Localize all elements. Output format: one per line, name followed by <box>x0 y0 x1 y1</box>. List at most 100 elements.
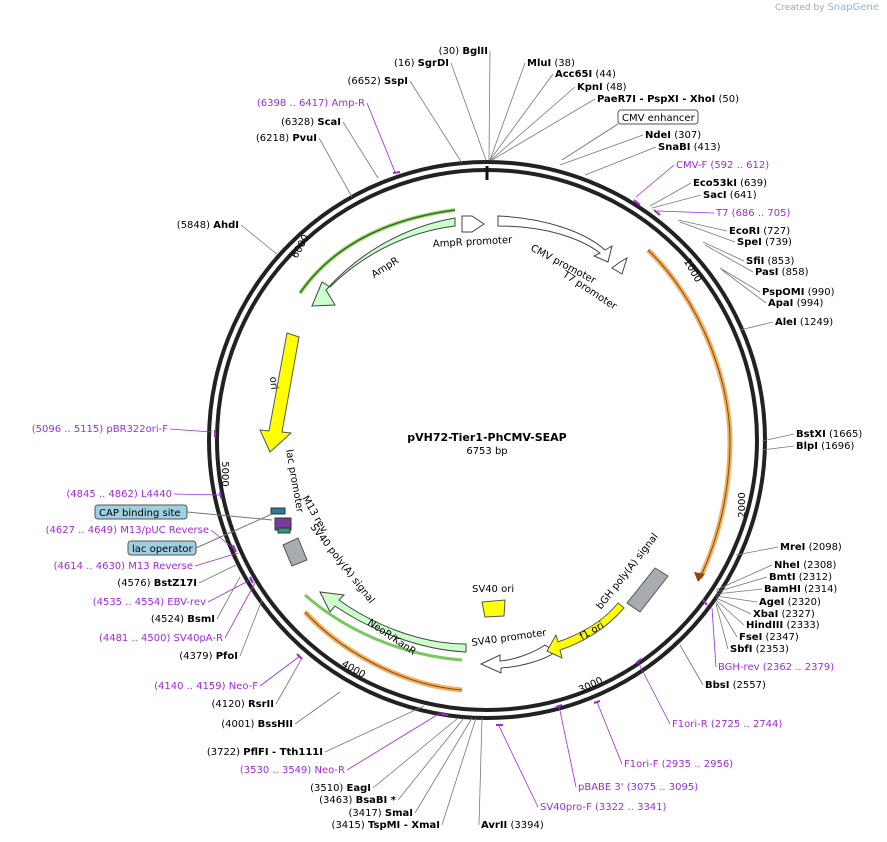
site-name: CMV-F <box>676 160 707 171</box>
site-position: (2327) <box>782 609 815 620</box>
leader-line <box>441 717 477 826</box>
leader-line <box>649 182 692 207</box>
plasmid-length: 6753 bp <box>466 446 507 457</box>
site-name: FseI <box>739 632 762 643</box>
leader-line <box>584 146 657 176</box>
site-label-l4440: (4845 .. 4862) L4440 <box>66 489 172 500</box>
site-label-paer7i-pspxi-xhoi: PaeR7I - PspXI - XhoI (50) <box>597 94 739 105</box>
site-label-eagi: (3510) EagI <box>310 783 371 794</box>
site-label-t7: T7 (686 .. 705) <box>715 208 790 219</box>
leader-line <box>346 711 443 771</box>
site-name: BstZ17I <box>154 578 197 589</box>
bgh-polya-label: bGH poly(A) signal <box>595 532 661 612</box>
site-label-xbai: XbaI (2327) <box>753 609 815 620</box>
site-label-neo-r: (3530 .. 3549) Neo-R <box>240 765 345 776</box>
leader-line <box>491 98 596 161</box>
leader-line <box>735 546 779 556</box>
bgh-polya-box <box>626 567 669 613</box>
neor-cds-highlight <box>304 593 463 662</box>
site-label-bbsi: BbsI (2557) <box>705 680 766 691</box>
site-label-pbr322ori-f: (5096 .. 5115) pBR322ori-F <box>32 424 168 435</box>
site-label-sgrdi: (16) SgrDI <box>394 58 449 69</box>
site-position: (2320) <box>788 597 821 608</box>
site-label-m13-reverse: (4614 .. 4630) M13 Reverse <box>54 561 193 572</box>
leader-line <box>194 552 239 567</box>
neor-orf-highlight <box>303 610 463 693</box>
site-position: (3322 .. 3341) <box>595 802 667 813</box>
site-label-avrii: AvrII (3394) <box>481 820 544 831</box>
leader-line <box>318 137 353 198</box>
site-label-f1ori-r: F1ori-R (2725 .. 2744) <box>672 719 782 730</box>
site-name: BstXI <box>796 429 826 440</box>
tick-label-2000: 2000 <box>737 492 748 517</box>
site-position: (3415) <box>332 820 365 831</box>
site-name: pBABE 3' <box>578 782 624 793</box>
site-position: (853) <box>768 256 795 267</box>
leader-line <box>478 717 483 826</box>
leader-line <box>489 73 554 161</box>
leader-line <box>450 62 487 161</box>
cmv-enhancer-leader <box>561 123 619 161</box>
site-name: KpnI <box>577 82 603 93</box>
primer-marks <box>214 171 708 726</box>
site-position: (990) <box>808 287 835 298</box>
site-name: MreI <box>780 542 805 553</box>
site-name: EagI <box>347 783 371 794</box>
lac-promoter-label: lac promoter <box>283 449 305 515</box>
leader-line <box>596 701 623 765</box>
site-position: (2362 .. 2379) <box>763 662 835 673</box>
site-label-bsabi-: (3463) BsaBI * <box>319 795 397 806</box>
site-name: NheI <box>774 560 800 571</box>
site-label-hindiii: HindIII (2333) <box>746 620 820 631</box>
site-position: (2557) <box>733 680 766 691</box>
leader-line <box>704 244 754 273</box>
boxed-labels: CMV enhancer CAP binding site lac operat… <box>94 109 699 556</box>
leader-line <box>715 576 768 593</box>
site-name: AgeI <box>759 597 784 608</box>
leader-line <box>490 86 576 161</box>
site-name: AleI <box>775 317 797 328</box>
site-name: XbaI <box>753 609 778 620</box>
site-label-fsei: FseI (2347) <box>739 632 799 643</box>
site-label-sv40pro-f: SV40pro-F (3322 .. 3341) <box>540 802 667 813</box>
site-name: BlpI <box>796 441 818 452</box>
leader-line <box>721 269 767 304</box>
leader-line <box>637 661 671 725</box>
site-labels: (30) BglII(16) SgrDI(6652) SspI(6398 .. … <box>32 46 863 831</box>
lac-promoter-box <box>277 527 291 534</box>
site-position: (44) <box>595 69 616 80</box>
leader-line <box>679 644 704 686</box>
site-label-snabi: SnaBI (413) <box>658 142 721 153</box>
sv40-polya-label: SV40 poly(A) signal <box>308 522 377 606</box>
leader-line <box>711 607 717 668</box>
f1-ori-arrow <box>546 602 625 659</box>
leader-line <box>275 657 303 705</box>
site-position: (4524) <box>151 614 184 625</box>
site-label-bgh-rev: BGH-rev (2362 .. 2379) <box>718 662 834 673</box>
site-name: SV40pro-F <box>540 802 592 813</box>
leader-line <box>656 210 715 214</box>
cap-binding-leader <box>186 511 273 521</box>
site-label-ecori: EcoRI (727) <box>729 226 790 237</box>
site-position: (3075 .. 3095) <box>627 782 699 793</box>
site-label-bmti: BmtI (2312) <box>769 572 832 583</box>
site-label-sspi: (6652) SspI <box>348 76 409 87</box>
site-name: EcoRI <box>729 226 760 237</box>
leader-line <box>216 576 241 620</box>
site-label-blpi: BlpI (1696) <box>796 441 854 452</box>
site-position: (5096 .. 5115) <box>32 424 104 435</box>
site-label-alei: AleI (1249) <box>775 317 833 328</box>
leader-line <box>497 723 539 808</box>
sv40-promoter-arrow <box>479 644 556 674</box>
site-name: Neo-R <box>315 765 346 776</box>
site-position: (4535 .. 4554) <box>93 597 165 608</box>
ampr-arrow <box>311 217 456 307</box>
plasmid-name: pVH72-Tier1-PhCMV-SEAP <box>407 431 566 444</box>
site-position: (592 .. 612) <box>710 160 769 171</box>
leader-line <box>324 705 425 753</box>
leader-line <box>761 445 795 451</box>
leader-line <box>207 578 253 603</box>
site-label-kpni: KpnI (48) <box>577 82 627 93</box>
site-label-bsshii: (4001) BssHII <box>221 719 293 730</box>
